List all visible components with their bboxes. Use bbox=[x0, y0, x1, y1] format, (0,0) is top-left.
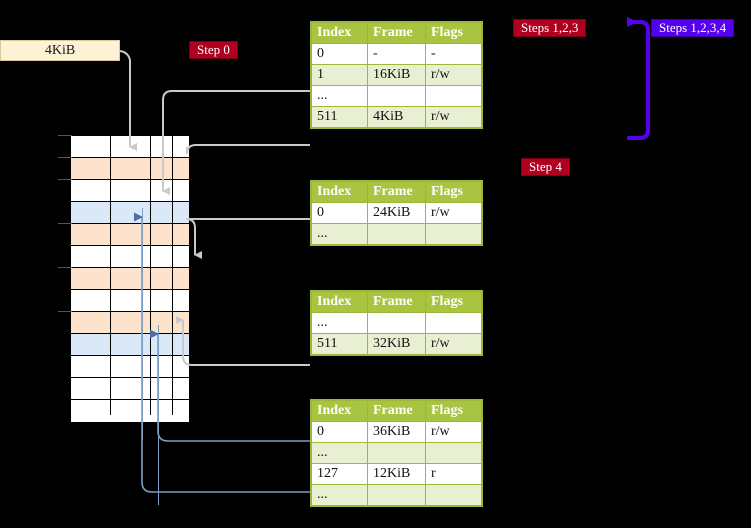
flags-cell bbox=[425, 85, 482, 107]
index-cell: 511 bbox=[311, 333, 368, 355]
column-header-index: Index bbox=[311, 400, 368, 422]
frame-cell: 4KiB bbox=[367, 106, 426, 128]
flags-cell bbox=[425, 484, 482, 506]
frame-cell bbox=[367, 442, 426, 464]
frame-cell: 36KiB bbox=[367, 421, 426, 443]
flags-cell bbox=[425, 312, 482, 334]
table-row[interactable]: 0-- bbox=[311, 43, 482, 65]
frame-cell: 32KiB bbox=[367, 333, 426, 355]
frame-cell bbox=[367, 484, 426, 506]
memory-tick bbox=[58, 267, 72, 268]
index-cell: 0 bbox=[311, 202, 368, 224]
memory-frame-row bbox=[71, 158, 189, 180]
column-header-frame: Frame bbox=[367, 400, 426, 422]
memory-column-divider bbox=[150, 135, 151, 415]
frame-cell: 12KiB bbox=[367, 463, 426, 485]
blue-guide-line bbox=[142, 208, 143, 440]
frame-cell: - bbox=[367, 43, 426, 65]
steps1234-chip: Steps 1,2,3,4 bbox=[651, 19, 735, 37]
column-header-frame: Frame bbox=[367, 22, 426, 44]
table-row[interactable]: ... bbox=[311, 85, 482, 107]
table-row[interactable]: ... bbox=[311, 484, 482, 506]
flags-cell bbox=[425, 442, 482, 464]
column-header-frame: Frame bbox=[367, 291, 426, 313]
memory-tick bbox=[58, 311, 72, 312]
memory-frame-row bbox=[71, 180, 189, 202]
memory-tick bbox=[58, 223, 72, 224]
index-cell: 127 bbox=[311, 463, 368, 485]
memory-column-divider bbox=[172, 135, 173, 415]
column-header-flags: Flags bbox=[425, 400, 482, 422]
flags-cell: r/w bbox=[425, 106, 482, 128]
column-header-index: Index bbox=[311, 181, 368, 203]
flags-cell: r bbox=[425, 463, 482, 485]
frame-cell bbox=[367, 85, 426, 107]
table-row[interactable]: ... bbox=[311, 442, 482, 464]
column-header-flags: Flags bbox=[425, 22, 482, 44]
index-cell: ... bbox=[311, 484, 368, 506]
frame-cell bbox=[367, 223, 426, 245]
flags-cell: - bbox=[425, 43, 482, 65]
blue-guide-line bbox=[158, 325, 159, 505]
flags-cell bbox=[425, 223, 482, 245]
flags-cell: r/w bbox=[425, 64, 482, 86]
frame-cell bbox=[367, 312, 426, 334]
column-header-flags: Flags bbox=[425, 291, 482, 313]
flags-cell: r/w bbox=[425, 421, 482, 443]
connector-size-to-frame bbox=[119, 50, 137, 151]
table-row[interactable]: ... bbox=[311, 312, 482, 334]
index-cell: ... bbox=[311, 223, 368, 245]
step0-chip: Step 0 bbox=[189, 41, 238, 59]
memory-tick bbox=[58, 179, 72, 180]
column-header-frame: Frame bbox=[367, 181, 426, 203]
frame-size-label: 4KiB bbox=[0, 40, 120, 61]
frame-cell: 24KiB bbox=[367, 202, 426, 224]
index-cell: 0 bbox=[311, 421, 368, 443]
index-cell: ... bbox=[311, 85, 368, 107]
index-cell: 0 bbox=[311, 43, 368, 65]
connector-t2row0-to-frame bbox=[185, 218, 310, 259]
memory-tick bbox=[58, 157, 72, 158]
column-header-index: Index bbox=[311, 22, 368, 44]
purple-step-bracket bbox=[627, 17, 650, 140]
column-header-index: Index bbox=[311, 291, 368, 313]
index-cell: 1 bbox=[311, 64, 368, 86]
flags-cell: r/w bbox=[425, 333, 482, 355]
step4-chip: Step 4 bbox=[521, 158, 570, 176]
memory-column-divider bbox=[110, 135, 111, 415]
memory-tick bbox=[58, 135, 72, 136]
index-cell: ... bbox=[311, 442, 368, 464]
index-cell: ... bbox=[311, 312, 368, 334]
column-header-flags: Flags bbox=[425, 181, 482, 203]
table-row[interactable]: ... bbox=[311, 223, 482, 245]
index-cell: 511 bbox=[311, 106, 368, 128]
steps123-chip: Steps 1,2,3 bbox=[513, 19, 587, 37]
connector-t3row511-to-frame bbox=[176, 316, 310, 366]
frame-cell: 16KiB bbox=[367, 64, 426, 86]
connector-t1row511-to-frame bbox=[186, 144, 310, 155]
flags-cell: r/w bbox=[425, 202, 482, 224]
